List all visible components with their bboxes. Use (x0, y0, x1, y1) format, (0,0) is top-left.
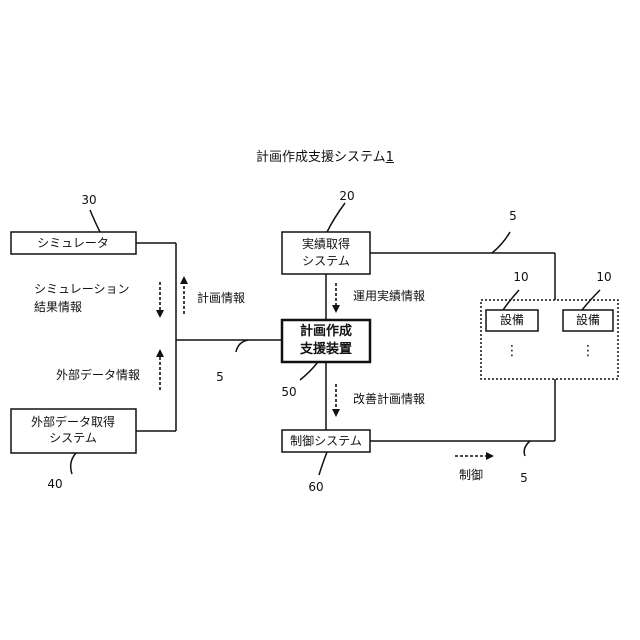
equipment-group (481, 300, 618, 379)
ref-40: 40 (47, 477, 62, 492)
control-flow-label: 制御 (459, 468, 483, 483)
ref-30: 30 (81, 193, 96, 208)
sim-results-label-1: シミュレーション (34, 282, 130, 297)
ellipsis-a: ⋮ (505, 338, 519, 364)
plan-info-label: 計画情報 (197, 291, 245, 306)
ref-5-top-right: 5 (509, 209, 517, 224)
planner-label-1: 計画作成 (300, 323, 352, 340)
ref-20: 20 (339, 189, 354, 204)
external-acq-label-1: 外部データ取得 (31, 415, 115, 430)
diagram-title: 計画作成支援システム1 (256, 150, 394, 165)
equipment-b-label: 設備 (576, 313, 600, 328)
control-label: 制御システム (290, 434, 362, 449)
title-text: 計画作成支援システム (256, 150, 386, 165)
sim-results-label-2: 結果情報 (34, 300, 82, 315)
ellipsis-b: ⋮ (581, 338, 595, 364)
results-acq-label-1: 実績取得 (302, 237, 350, 252)
external-info-label: 外部データ情報 (56, 368, 140, 383)
ref-5-bottom-right: 5 (520, 471, 528, 486)
equipment-a-label: 設備 (500, 313, 524, 328)
ref-60: 60 (308, 480, 323, 495)
improvement-info-label: 改善計画情報 (353, 392, 425, 407)
ref-50: 50 (281, 385, 296, 400)
simulator-label: シミュレータ (37, 236, 109, 251)
ref-10-b: 10 (596, 270, 611, 285)
external-acq-label-2: システム (49, 431, 97, 446)
results-acq-label-2: システム (302, 254, 350, 269)
title-ref: 1 (386, 150, 394, 165)
operation-info-label: 運用実績情報 (353, 289, 425, 304)
ref-10-a: 10 (513, 270, 528, 285)
ref-5-left: 5 (216, 370, 224, 385)
planner-label-2: 支援装置 (300, 341, 352, 358)
